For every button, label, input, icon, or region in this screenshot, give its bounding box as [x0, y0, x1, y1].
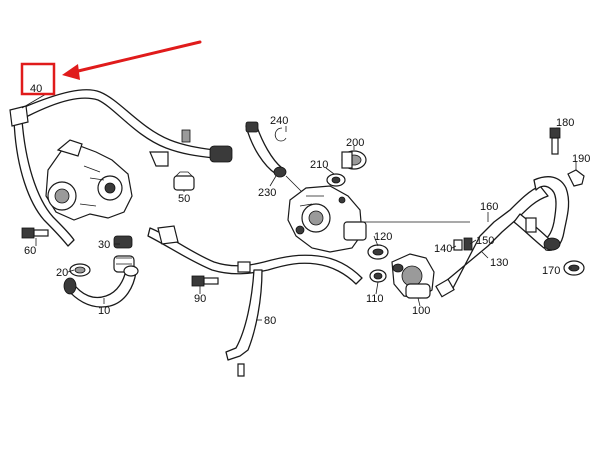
callout-60: 60: [24, 245, 36, 257]
part-90-bolt: [191, 275, 219, 287]
part-150-clip: [463, 237, 473, 251]
callout-90: 90: [194, 293, 206, 305]
part-240-clip: [274, 127, 287, 142]
part-110-clamp: [369, 269, 387, 283]
callout-120: 120: [374, 231, 392, 243]
part-210-clamp: [326, 173, 346, 187]
callout-170: 170: [542, 265, 560, 277]
callout-230: 230: [258, 187, 276, 199]
part-180-bolt: [549, 127, 561, 155]
callout-80: 80: [264, 315, 276, 327]
part-140-clip: [453, 239, 463, 251]
part-190-clip: [567, 169, 585, 187]
callout-200: 200: [346, 137, 364, 149]
part-80-pipe: [147, 225, 363, 377]
thermostat-housing-center: [287, 185, 367, 253]
callout-150: 150: [476, 235, 494, 247]
part-60-bolt: [21, 227, 49, 239]
callout-10: 10: [98, 305, 110, 317]
callout-30: 30: [98, 239, 110, 251]
leader-lines: [21, 93, 577, 321]
callout-160: 160: [480, 201, 498, 213]
callout-110: 110: [366, 293, 384, 305]
callout-50: 50: [178, 193, 190, 205]
callout-190: 190: [572, 153, 590, 165]
highlight-box: [20, 62, 56, 96]
part-100-thermostat: [391, 253, 435, 299]
right-hose-assembly: [513, 176, 570, 251]
callout-100: 100: [412, 305, 430, 317]
callout-180: 180: [556, 117, 574, 129]
part-10-hose: [63, 265, 139, 308]
part-170-clamp: [563, 260, 585, 276]
callout-20: 20: [56, 267, 68, 279]
callout-240: 240: [270, 115, 288, 127]
callout-130: 130: [490, 257, 508, 269]
callout-40: 40: [30, 83, 42, 95]
part-230-hose: [245, 121, 313, 203]
callout-140: 140: [434, 243, 452, 255]
part-50-clamp: [173, 171, 195, 191]
part-40-pipe: [9, 89, 233, 247]
highlight-arrow: [62, 40, 202, 80]
part-200-connector: [341, 150, 367, 170]
water-pump-assembly-left: [45, 139, 133, 221]
part-120-clamp: [367, 244, 389, 260]
callout-210: 210: [310, 159, 328, 171]
part-20-clamp: [69, 263, 91, 277]
